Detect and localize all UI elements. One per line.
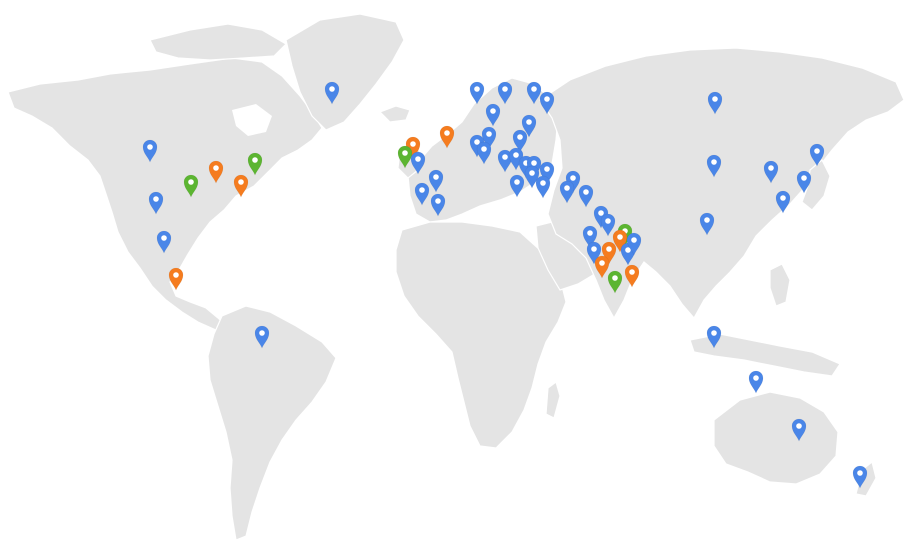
map-pin-icon[interactable] bbox=[607, 270, 623, 294]
map-pin-icon[interactable] bbox=[763, 160, 779, 184]
map-pin-icon[interactable] bbox=[397, 145, 413, 169]
land-philippines bbox=[769, 263, 791, 307]
map-pin-icon[interactable] bbox=[497, 81, 513, 105]
land-greenland bbox=[285, 13, 405, 131]
land-indonesia bbox=[689, 333, 841, 377]
map-pin-icon[interactable] bbox=[142, 139, 158, 163]
land-north-america bbox=[7, 57, 323, 331]
map-pin-icon[interactable] bbox=[852, 465, 868, 489]
map-pin-icon[interactable] bbox=[481, 126, 497, 150]
map-pin-icon[interactable] bbox=[430, 193, 446, 217]
map-pin-icon[interactable] bbox=[699, 212, 715, 236]
land-asia bbox=[539, 47, 905, 320]
land-new-zealand bbox=[855, 460, 877, 497]
map-pin-icon[interactable] bbox=[469, 81, 485, 105]
map-pin-icon[interactable] bbox=[707, 91, 723, 115]
map-pin-icon[interactable] bbox=[508, 147, 524, 171]
map-pin-icon[interactable] bbox=[706, 154, 722, 178]
map-pin-icon[interactable] bbox=[601, 241, 617, 265]
map-pin-icon[interactable] bbox=[624, 264, 640, 288]
land-japan bbox=[801, 159, 831, 211]
land-arctic-islands bbox=[149, 23, 287, 61]
land-africa bbox=[395, 221, 567, 449]
map-pin-icon[interactable] bbox=[324, 81, 340, 105]
map-pin-icon[interactable] bbox=[156, 230, 172, 254]
markers-layer bbox=[142, 81, 868, 489]
map-pin-icon[interactable] bbox=[748, 370, 764, 394]
land-iceland bbox=[378, 105, 411, 123]
map-pin-icon[interactable] bbox=[796, 170, 812, 194]
map-pin-icon[interactable] bbox=[535, 175, 551, 199]
map-pin-icon[interactable] bbox=[439, 125, 455, 149]
map-pin-icon[interactable] bbox=[254, 325, 270, 349]
map-pin-icon[interactable] bbox=[775, 190, 791, 214]
map-pin-icon[interactable] bbox=[586, 241, 602, 265]
map-pin-icon[interactable] bbox=[414, 182, 430, 206]
map-pin-icon[interactable] bbox=[578, 184, 594, 208]
map-pin-icon[interactable] bbox=[559, 180, 575, 204]
map-pin-icon[interactable] bbox=[791, 418, 807, 442]
land-south-america bbox=[207, 305, 337, 541]
map-pin-icon[interactable] bbox=[539, 91, 555, 115]
map-pin-icon[interactable] bbox=[512, 129, 528, 153]
map-pin-icon[interactable] bbox=[428, 169, 444, 193]
map-pin-icon[interactable] bbox=[594, 255, 610, 279]
map-pin-icon[interactable] bbox=[410, 151, 426, 175]
map-pin-icon[interactable] bbox=[497, 149, 513, 173]
land-madagascar bbox=[545, 380, 561, 419]
map-pin-icon[interactable] bbox=[626, 232, 642, 256]
land-australia bbox=[713, 391, 839, 485]
map-pin-icon[interactable] bbox=[809, 143, 825, 167]
map-pin-icon[interactable] bbox=[183, 174, 199, 198]
map-pin-icon[interactable] bbox=[509, 174, 525, 198]
map-pin-icon[interactable] bbox=[706, 325, 722, 349]
land-hudson-east bbox=[232, 104, 272, 136]
map-pin-icon[interactable] bbox=[233, 174, 249, 198]
map-pin-icon[interactable] bbox=[485, 103, 501, 127]
map-pin-icon[interactable] bbox=[247, 152, 263, 176]
land-masses bbox=[7, 13, 905, 541]
map-pin-icon[interactable] bbox=[148, 191, 164, 215]
map-pin-icon[interactable] bbox=[521, 114, 537, 138]
map-pin-icon[interactable] bbox=[168, 267, 184, 291]
map-pin-icon[interactable] bbox=[469, 134, 485, 158]
map-pin-icon[interactable] bbox=[582, 225, 598, 249]
map-pin-icon[interactable] bbox=[476, 141, 492, 165]
map-pin-icon[interactable] bbox=[208, 160, 224, 184]
map-pin-icon[interactable] bbox=[526, 81, 542, 105]
map-pin-icon[interactable] bbox=[600, 213, 616, 237]
